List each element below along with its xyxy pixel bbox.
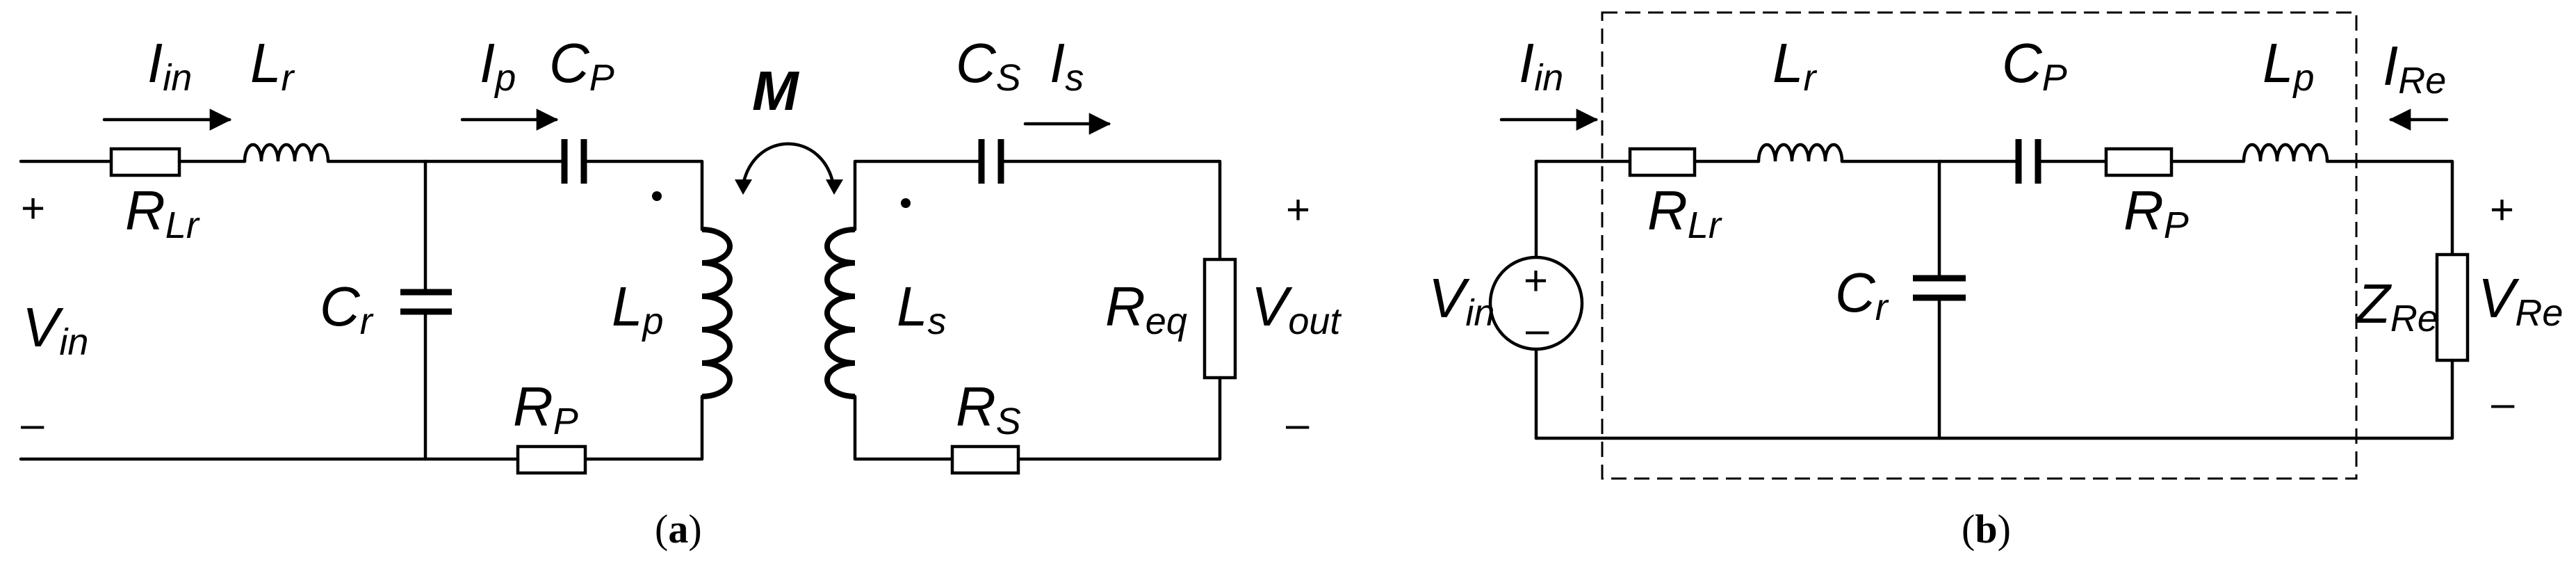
label-i-in-a: Iin bbox=[147, 32, 192, 99]
label-v-in-a: Vin bbox=[22, 296, 88, 363]
label-r-lr-b: RLr bbox=[1647, 179, 1722, 246]
dot-secondary-a bbox=[901, 198, 911, 208]
wire-a-to-req bbox=[1000, 159, 1222, 262]
caption-a: (a) bbox=[655, 506, 702, 552]
label-c-p-a: CP bbox=[549, 32, 614, 99]
minus-in-a: – bbox=[21, 401, 44, 447]
resistor-r-s-a bbox=[950, 444, 1020, 475]
label-l-p-a: Lp bbox=[612, 275, 664, 342]
label-m-a: M bbox=[752, 60, 800, 122]
plus-re-b: + bbox=[2490, 186, 2514, 233]
inductor-l-p-a bbox=[701, 227, 733, 399]
label-l-r-b: Lr bbox=[1772, 32, 1818, 99]
inductor-l-s-a bbox=[824, 227, 856, 399]
dashed-enclosure-b bbox=[1601, 11, 2358, 480]
resistor-r-p-a bbox=[516, 444, 587, 475]
dot-primary-a bbox=[652, 191, 662, 201]
label-r-p-b: RP bbox=[2123, 179, 2189, 246]
resistor-r-lr-a bbox=[109, 147, 181, 177]
label-z-re-b: ZRe bbox=[2355, 273, 2438, 339]
source-minus-b: – bbox=[1526, 306, 1549, 353]
label-i-re-b: IRe bbox=[2383, 35, 2446, 102]
label-c-r-a: Cr bbox=[320, 275, 374, 342]
label-c-r-b: Cr bbox=[1835, 262, 1889, 328]
caption-b: (b) bbox=[1962, 506, 2011, 552]
label-r-s-a: RS bbox=[956, 376, 1021, 442]
plus-in-a: + bbox=[21, 185, 45, 232]
label-r-p-a: RP bbox=[513, 376, 578, 442]
wire-a-req-bottom bbox=[1016, 376, 1222, 461]
label-i-p-a: Ip bbox=[480, 32, 516, 99]
mutual-arrow-right-a bbox=[826, 179, 843, 195]
wire-b-to-zre bbox=[2325, 159, 2454, 257]
label-l-s-a: Ls bbox=[897, 275, 947, 342]
wire-b-bottom bbox=[1534, 358, 2454, 440]
label-r-lr-a: RLr bbox=[125, 179, 200, 246]
label-l-p-b: Lp bbox=[2263, 32, 2315, 99]
label-i-s-a: Is bbox=[1050, 32, 1084, 99]
source-plus-b: + bbox=[1524, 257, 1548, 304]
impedance-z-re-b bbox=[2435, 252, 2470, 362]
resistor-r-lr-b bbox=[1628, 147, 1697, 177]
wire-a-secondary-bottom bbox=[853, 394, 954, 461]
resistor-r-p-b bbox=[2104, 147, 2174, 177]
wire-a-to-primary bbox=[583, 159, 704, 232]
inductor-l-r-b bbox=[1756, 143, 1844, 162]
label-l-r-a: Lr bbox=[250, 32, 295, 99]
label-v-re-b: VRe bbox=[2478, 267, 2563, 334]
mutual-arc-a bbox=[740, 142, 836, 191]
plus-out-a: + bbox=[1286, 186, 1310, 233]
circuit-b: + – Iin Lr CP Lp IRe RLr RP Vin Cr bbox=[1428, 11, 2563, 552]
inductor-l-r-a bbox=[243, 143, 330, 162]
minus-out-a: – bbox=[1286, 401, 1310, 447]
inductor-l-p-b bbox=[2242, 143, 2329, 162]
label-v-in-b: Vin bbox=[1428, 267, 1494, 334]
minus-re-b: – bbox=[2491, 380, 2515, 426]
wire-a-secondary-top bbox=[853, 159, 982, 232]
circuit-a: Iin Lr RLr + Vin – Ip CP Cr Lp RP M CS I… bbox=[19, 32, 1342, 552]
resistor-r-eq-a bbox=[1203, 257, 1237, 380]
label-c-p-b: CP bbox=[2002, 32, 2067, 99]
label-c-s-a: CS bbox=[956, 32, 1021, 99]
wire-a-primary-bottom bbox=[583, 394, 704, 461]
label-v-out-a: Vout bbox=[1251, 275, 1342, 342]
label-r-eq-a: Req bbox=[1105, 275, 1187, 342]
mutual-arrow-left-a bbox=[735, 179, 752, 195]
label-i-in-b: Iin bbox=[1519, 32, 1563, 99]
